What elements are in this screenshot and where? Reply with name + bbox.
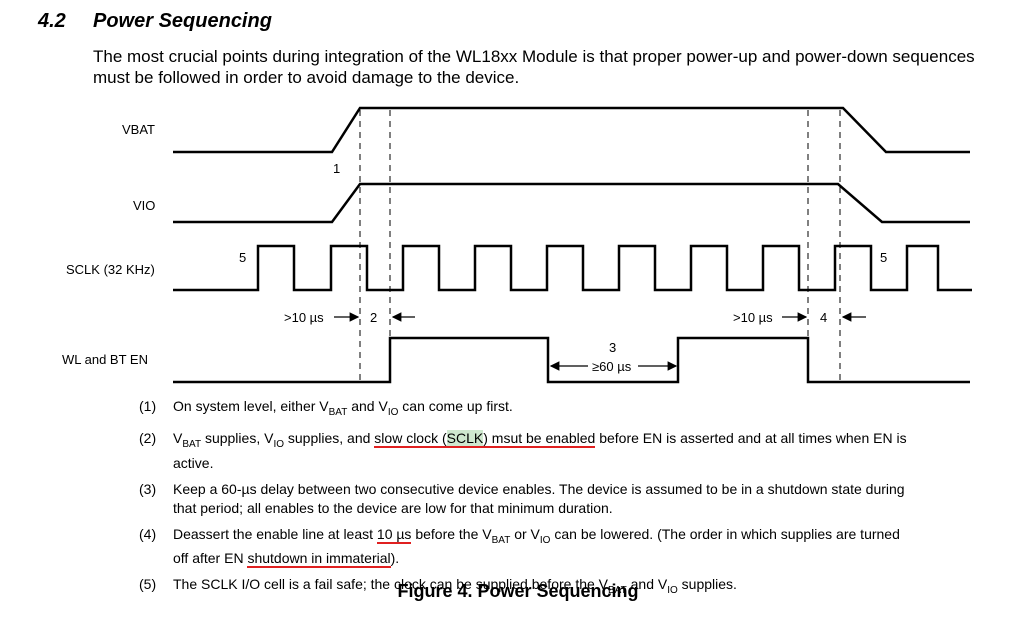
en-waveform [173, 336, 970, 384]
note-text: and V [626, 576, 668, 593]
marker-2: 2 [370, 310, 378, 325]
marker-5-right: 5 [880, 250, 888, 265]
note-text: or V [510, 525, 540, 542]
marker-1: 1 [333, 161, 341, 176]
note-4: (4) Deassert the enable line at least 10… [139, 525, 919, 569]
figure-caption: Figure 4. Power Sequencing [397, 581, 639, 601]
note-1: (1) On system level, either VBAT and VIO… [139, 397, 919, 422]
subscript: IO [273, 438, 284, 450]
subscript: BAT [608, 585, 627, 597]
note-number: (2) [139, 429, 157, 446]
note-text: Keep a 60-µs delay between two consecuti… [173, 480, 905, 516]
note-2: (2) VBAT supplies, VIO supplies, and slo… [139, 429, 919, 473]
vbat-label: VBAT [122, 122, 155, 137]
note-text: before EN is asserted and at all times w… [173, 429, 907, 471]
sclk-waveform [173, 244, 972, 292]
subscript: BAT [328, 406, 348, 418]
note-5: (5) The SCLK I/O cell is a fail safe; th… [139, 575, 919, 600]
vio-label: VIO [133, 198, 156, 213]
note-text: Deassert the enable line at least [173, 525, 377, 542]
notes-list: (1) On system level, either VBAT and VIO… [139, 397, 919, 607]
subscript: IO [667, 585, 678, 597]
vio-waveform [173, 182, 970, 224]
note-number: (5) [139, 576, 157, 593]
note-text: On system level, either V [173, 398, 329, 414]
marker-4: 4 [820, 310, 828, 325]
subscript: IO [387, 406, 399, 418]
subscript: BAT [491, 534, 511, 546]
note-text: can come up first. [398, 398, 513, 414]
subscript: IO [539, 534, 551, 546]
note-text: V [173, 429, 183, 446]
section-number: 4.2 [38, 10, 66, 32]
underlined-text: shutdown in immaterial [247, 550, 391, 569]
note-text: The SCLK I/O cell is a fail safe; the cl… [173, 576, 609, 593]
timing-mid-label: ≥60 µs [592, 359, 632, 374]
note-text: supplies, V [201, 429, 274, 446]
section-title: Power Sequencing [93, 10, 272, 32]
timing-down-label: >10 µs [733, 310, 773, 325]
underlined-text: slow clock (SCLK) msut be enabled [374, 429, 596, 448]
note-text: before the V [411, 525, 492, 542]
note-3: (3) Keep a 60-µs delay between two conse… [139, 480, 919, 518]
vbat-waveform [173, 106, 970, 154]
timing-up-label: >10 µs [284, 310, 324, 325]
note-text: ) msut be enabled [483, 429, 596, 446]
note-text: supplies, and [284, 429, 375, 446]
note-number: (3) [139, 480, 157, 497]
marker-3: 3 [609, 340, 617, 355]
note-number: (1) [139, 398, 157, 414]
note-text: supplies. [677, 576, 737, 593]
note-text: can be lowered. (The order in which supp… [173, 525, 900, 567]
subscript: BAT [182, 438, 202, 450]
note-text: ). [390, 550, 400, 567]
note-text: slow clock ( [374, 429, 447, 446]
marker-5-left: 5 [239, 250, 247, 265]
intro-paragraph: The most crucial points during integrati… [93, 47, 975, 87]
underlined-text: 10 µs [376, 525, 412, 544]
note-text: and V [347, 398, 388, 414]
en-label: WL and BT EN [62, 352, 148, 367]
note-number: (4) [139, 525, 157, 542]
sclk-label: SCLK (32 KHz) [66, 262, 155, 277]
highlighted-text: SCLK [446, 429, 484, 446]
